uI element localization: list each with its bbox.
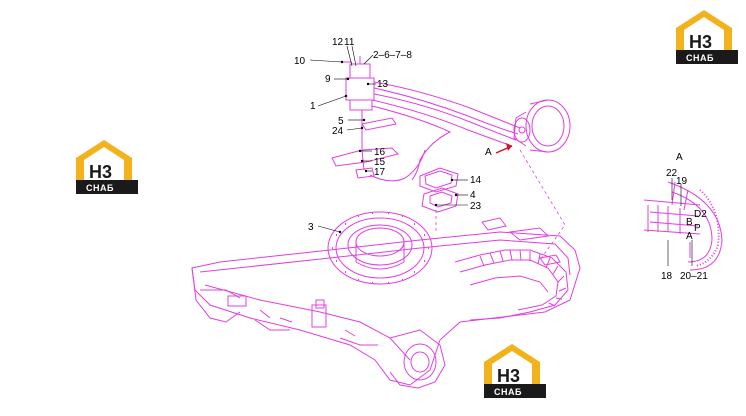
callout-2-6-7-8: 2–6–7–8: [373, 50, 412, 61]
svg-text:Н3: Н3: [497, 366, 520, 386]
callout-23: 23: [470, 201, 482, 212]
callout-labels: 12 11 2–6–7–8 10 9 13 1 5 24 16 15 17 14…: [294, 37, 492, 233]
callout-15: 15: [374, 157, 386, 168]
detail-callout-19: 19: [676, 176, 688, 187]
watermark-logo-top-right: Н3 СНАБ: [676, 10, 738, 64]
callout-14: 14: [470, 175, 482, 186]
leader-dots: [338, 60, 458, 234]
detail-label-a: A: [686, 231, 693, 242]
callout-4: 4: [470, 190, 476, 201]
dashed-guides: [435, 149, 566, 261]
watermark-logo-left: Н3 СНАБ: [76, 140, 138, 194]
detail-label-p: P: [694, 223, 701, 234]
undercarriage-frame: [191, 211, 581, 389]
callout-9: 9: [325, 74, 331, 85]
callout-17: 17: [374, 167, 386, 178]
callout-13: 13: [377, 79, 389, 90]
callout-5: 5: [338, 116, 344, 127]
detail-label-d2: D2: [694, 209, 707, 220]
detail-view-a: A 22 19 D2 B P A 18 20–21: [643, 152, 723, 282]
watermark-logo-bottom: Н3 СНАБ: [484, 344, 546, 398]
callout-1: 1: [310, 101, 316, 112]
view-a-arrow: [495, 143, 513, 154]
callout-3: 3: [308, 222, 314, 233]
svg-text:Н3: Н3: [89, 162, 112, 182]
travel-motor: [513, 99, 571, 153]
detail-label-b: B: [686, 217, 693, 228]
swivel-joint-assembly: [331, 56, 521, 182]
svg-text:Н3: Н3: [689, 32, 712, 52]
flange-gaskets: [419, 167, 459, 213]
detail-title: A: [676, 152, 683, 163]
detail-callout-22: 22: [666, 168, 678, 179]
svg-text:СНАБ: СНАБ: [86, 183, 114, 193]
svg-text:СНАБ: СНАБ: [494, 387, 522, 397]
callout-16: 16: [374, 147, 386, 158]
callout-11: 11: [344, 37, 355, 48]
view-a-arrow-label: A: [485, 147, 492, 158]
callout-12: 12: [332, 37, 344, 48]
detail-callout-18: 18: [661, 271, 673, 282]
callout-24: 24: [332, 126, 344, 137]
detail-callout-20-21: 20–21: [680, 271, 708, 282]
svg-text:СНАБ: СНАБ: [686, 53, 714, 63]
callout-10: 10: [294, 56, 306, 67]
leader-lines: [309, 45, 468, 233]
